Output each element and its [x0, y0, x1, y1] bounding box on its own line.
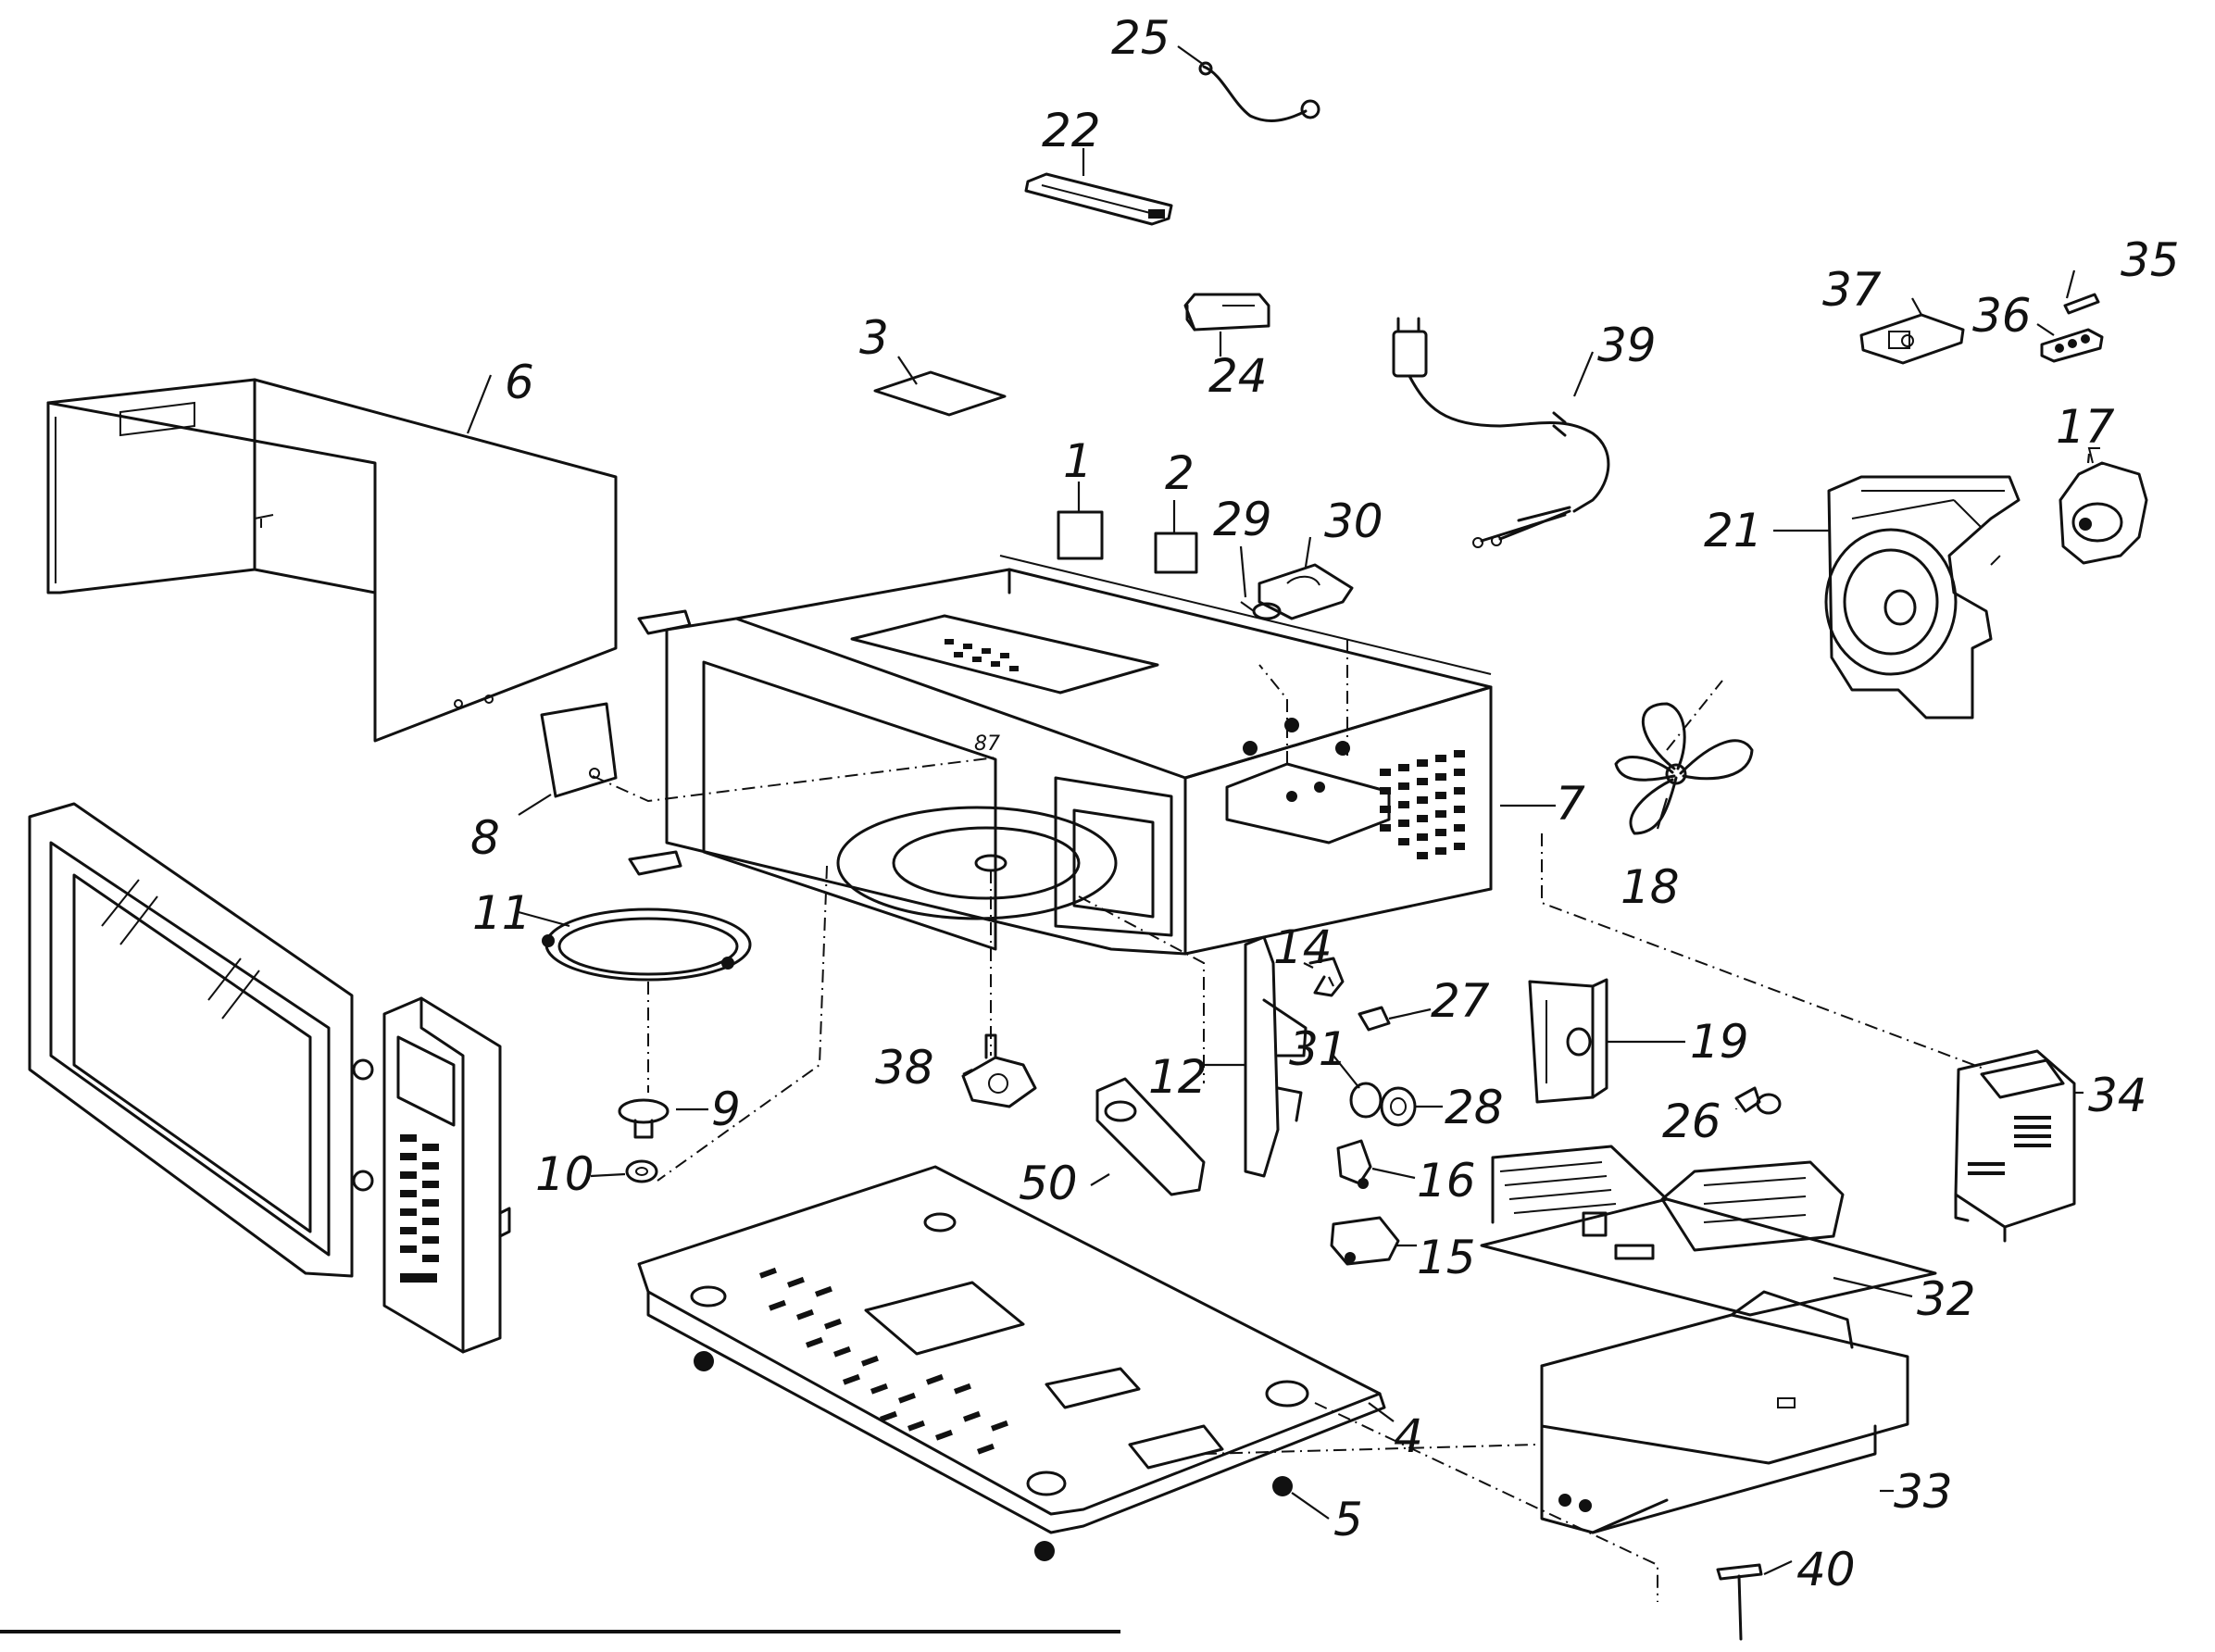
part-50-bracket — [1095, 1077, 1206, 1196]
label-1: 1 — [1063, 434, 1093, 488]
label-6: 6 — [505, 356, 534, 409]
label-22: 22 — [1042, 104, 1101, 157]
label-32: 32 — [1917, 1272, 1976, 1326]
label-14: 14 — [1273, 920, 1333, 974]
part-3-label-sheet — [873, 370, 1007, 417]
part-34-magnetron — [1954, 1049, 2076, 1243]
label-37: 37 — [1822, 263, 1882, 317]
label-21: 21 — [1704, 504, 1763, 557]
label-36: 36 — [1972, 289, 2032, 343]
label-10: 10 — [535, 1147, 594, 1201]
label-31: 31 — [1289, 1022, 1348, 1076]
label-50: 50 — [1019, 1157, 1078, 1210]
label-8: 8 — [470, 811, 500, 865]
part-35-fuse — [2063, 293, 2100, 315]
label-26: 26 — [1662, 1095, 1721, 1148]
label-19: 19 — [1690, 1015, 1749, 1069]
part-19-capacitor — [1528, 978, 1608, 1104]
part-16-micro-switch — [1336, 1139, 1372, 1189]
vent-holes-top — [945, 639, 1019, 671]
part-4-base-plate — [637, 1165, 1386, 1534]
part-26-diode — [1734, 1086, 1782, 1115]
part-40-screw — [1716, 1563, 1763, 1641]
part-37-circuit-board — [1859, 313, 1965, 365]
label-18: 18 — [1621, 860, 1680, 914]
part-number-labels: 25 22 24 3 6 1 2 29 30 39 37 36 35 17 21… — [470, 11, 2180, 1596]
part-10-washer — [625, 1159, 658, 1183]
label-29: 29 — [1213, 493, 1272, 546]
part-22-bracket-strip — [1024, 172, 1173, 226]
part-39-power-cord — [1392, 317, 1610, 548]
label-25: 25 — [1111, 11, 1170, 65]
label-2: 2 — [1165, 446, 1195, 500]
part-2-label — [1154, 532, 1198, 574]
label-16: 16 — [1417, 1154, 1476, 1208]
label-17: 17 — [2056, 400, 2115, 454]
label-5: 5 — [1333, 1493, 1363, 1546]
magnetron-fins — [1968, 1116, 2051, 1175]
label-28: 28 — [1445, 1081, 1504, 1134]
part-31-micro-switch — [1349, 1082, 1383, 1119]
label-7: 7 — [1556, 777, 1585, 831]
leader-lines — [466, 45, 2091, 1575]
label-30: 30 — [1324, 494, 1383, 548]
label-39: 39 — [1597, 319, 1657, 372]
label-3: 3 — [859, 311, 889, 365]
label-40: 40 — [1796, 1543, 1856, 1596]
part-5-feet — [694, 1351, 1293, 1561]
part-control-panel — [382, 996, 511, 1354]
label-12: 12 — [1148, 1050, 1208, 1104]
part-32-high-voltage-board — [1480, 1145, 1937, 1317]
part-6-outer-cabinet — [46, 378, 618, 743]
part-8-cover-plate — [540, 702, 618, 798]
guide-lines — [592, 555, 2001, 1602]
part-1-label — [1057, 510, 1104, 560]
part-11-roller-ring — [542, 907, 752, 982]
cavity-mark: 87 — [974, 732, 1000, 756]
label-4: 4 — [1394, 1409, 1423, 1463]
label-9: 9 — [711, 1083, 741, 1136]
part-15-monitor-switch — [1330, 1216, 1400, 1266]
part-28-micro-switch — [1380, 1086, 1417, 1127]
label-38: 38 — [875, 1041, 934, 1095]
part-21-fan-duct — [1824, 475, 2021, 720]
keypad-buttons — [400, 1134, 439, 1283]
label-33: 33 — [1894, 1465, 1953, 1519]
part-door-assembly — [28, 802, 374, 1278]
part-9-coupler — [618, 1098, 670, 1139]
part-33-mounting-frame — [1540, 1290, 1909, 1534]
vent-grid-side — [1380, 750, 1465, 859]
part-12-latch-board — [1244, 935, 1308, 1178]
part-24-relay — [1183, 293, 1270, 332]
part-14-door-hook — [1308, 957, 1345, 997]
part-18-fan-blade — [1614, 702, 1754, 835]
label-11: 11 — [472, 886, 532, 940]
label-27: 27 — [1431, 974, 1490, 1028]
label-15: 15 — [1417, 1231, 1476, 1284]
part-36-terminal-block — [2040, 328, 2104, 363]
base-vent-slots — [759, 1267, 1008, 1455]
part-25-wire-lead — [1198, 61, 1320, 122]
part-30-thermal-cutout — [1258, 563, 1354, 620]
part-27-switch-lever — [1358, 1006, 1391, 1032]
part-7-oven-cavity: 87 — [628, 555, 1493, 956]
label-34: 34 — [2088, 1069, 2147, 1122]
part-17-fan-motor — [2059, 447, 2148, 565]
label-35: 35 — [2121, 233, 2180, 287]
label-24: 24 — [1208, 349, 1268, 403]
part-38-turntable-motor — [961, 1033, 1037, 1108]
